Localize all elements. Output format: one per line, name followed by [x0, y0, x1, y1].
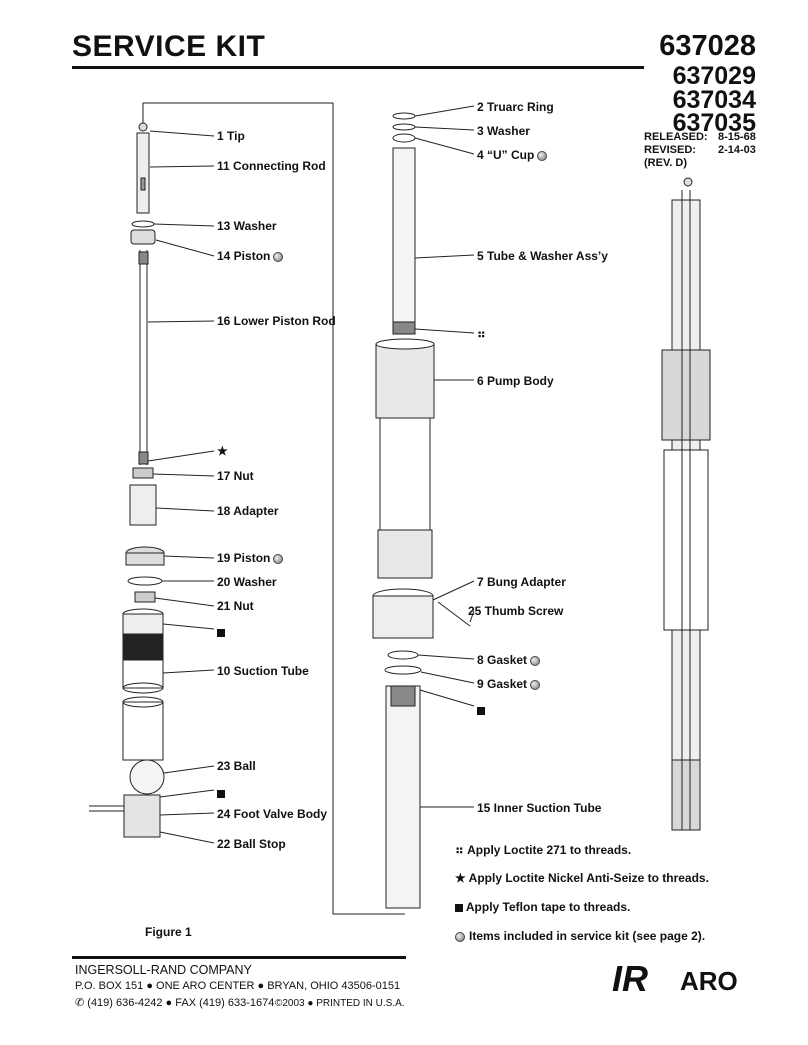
anti-seize-star-icon: ★	[217, 444, 228, 458]
thumb-screw-part	[437, 601, 471, 627]
label-tip: 1 Tip	[217, 129, 245, 143]
aro-logo: ARO	[680, 966, 738, 996]
label-adapter18: 18 Adapter	[217, 504, 279, 518]
company-phone: ✆ (419) 636-4242 ● FAX (419) 633-1674	[75, 997, 275, 1009]
nut21-part	[134, 591, 156, 603]
title-rule	[72, 66, 644, 69]
label-foot-valve-body: 24 Foot Valve Body	[217, 807, 328, 821]
washer3-part	[392, 123, 416, 131]
label-piston19: 19 Piston	[217, 551, 284, 565]
part-number-4: 637035	[672, 109, 756, 137]
teflon-square-icon	[217, 624, 225, 642]
kit-item-icon	[273, 553, 284, 564]
label-u-cup: 4 “U” Cup	[477, 148, 548, 162]
phone-icon: ✆	[75, 997, 88, 1009]
kit-item-icon	[455, 931, 465, 942]
label-bung-adapter: 7 Bung Adapter	[477, 575, 566, 589]
gasket9-part	[384, 665, 422, 675]
tube-washer-part	[392, 147, 416, 335]
suction-tube-lower	[122, 701, 164, 761]
legend-nickel: ★ Apply Loctite Nickel Anti-Seize to thr…	[455, 871, 709, 885]
legend-loctite271: ⠶ Apply Loctite 271 to threads.	[455, 843, 632, 857]
label-nut21: 21 Nut	[217, 599, 254, 613]
square-icon	[455, 903, 463, 912]
part-number-2: 637029	[672, 62, 756, 90]
u-cup-part	[392, 133, 416, 143]
kit-item-icon	[537, 150, 548, 161]
label-ball-stop: 22 Ball Stop	[217, 837, 286, 851]
teflon-square-icon-2	[217, 785, 225, 803]
company-address: P.O. BOX 151 ● ONE ARO CENTER ● BRYAN, O…	[75, 980, 401, 992]
nut17-part	[132, 467, 154, 479]
legend-teflon: Apply Teflon tape to threads.	[455, 900, 630, 914]
adapter18-part	[129, 484, 157, 526]
piston14-part	[130, 229, 156, 245]
label-truarc-ring: 2 Truarc Ring	[477, 100, 554, 114]
label-washer20: 20 Washer	[217, 575, 277, 589]
label-inner-suction-tube: 15 Inner Suction Tube	[477, 801, 602, 815]
tip-part	[138, 122, 148, 132]
label-nut17: 17 Nut	[217, 469, 254, 483]
washer13-part	[131, 220, 155, 228]
pump-body-part	[375, 343, 435, 419]
part-number-1: 637028	[659, 30, 756, 62]
label-pump-body: 6 Pump Body	[477, 374, 554, 388]
label-connecting-rod: 11 Connecting Rod	[217, 159, 326, 173]
label-washer13: 13 Washer	[217, 219, 277, 233]
loctite-dots-icon: ⠶	[455, 843, 468, 857]
foot-valve-body-part	[123, 794, 161, 838]
legend-kit-items: Items included in service kit (see page …	[455, 929, 705, 943]
label-gasket9: 9 Gasket	[477, 677, 541, 691]
footer-rule	[72, 956, 406, 959]
kit-item-icon	[530, 655, 541, 666]
revised-date: 2-14-03	[718, 144, 756, 156]
label-piston14: 14 Piston	[217, 249, 284, 263]
released-label: RELEASED:	[644, 131, 708, 143]
label-thumb-screw: 25 Thumb Screw	[468, 604, 564, 618]
kit-item-icon	[273, 251, 284, 262]
label-lower-piston-rod: 16 Lower Piston Rod	[217, 314, 336, 328]
inner-suction-tube-part	[385, 685, 421, 909]
truarc-ring-part	[392, 112, 416, 120]
label-tube-washer: 5 Tube & Washer Ass’y	[477, 249, 608, 263]
ball23-part	[129, 759, 165, 795]
gasket8-part	[387, 650, 419, 660]
connector-line	[142, 102, 405, 915]
washer20-part	[127, 576, 163, 586]
figure-caption: Figure 1	[145, 925, 192, 939]
page-title: SERVICE KIT	[72, 30, 266, 63]
revised-label: REVISED:	[644, 144, 696, 156]
label-washer3: 3 Washer	[477, 124, 530, 138]
loctite-dots-icon: ⠶	[477, 327, 486, 341]
teflon-square-icon-3	[477, 702, 485, 720]
kit-item-icon	[530, 679, 541, 690]
printed-note: ©2003 ● PRINTED IN U.S.A.	[275, 998, 405, 1009]
label-suction-tube: 10 Suction Tube	[217, 664, 309, 678]
label-gasket8: 8 Gasket	[477, 653, 541, 667]
revision: (REV. D)	[644, 157, 687, 169]
company-name: INGERSOLL-RAND COMPANY	[75, 963, 252, 977]
connecting-rod-part	[136, 132, 150, 214]
star-icon: ★	[455, 871, 469, 885]
part-number-3: 637034	[672, 86, 756, 114]
ir-logo: IR	[612, 958, 648, 999]
label-ball23: 23 Ball	[217, 759, 256, 773]
released-date: 8-15-68	[718, 131, 756, 143]
